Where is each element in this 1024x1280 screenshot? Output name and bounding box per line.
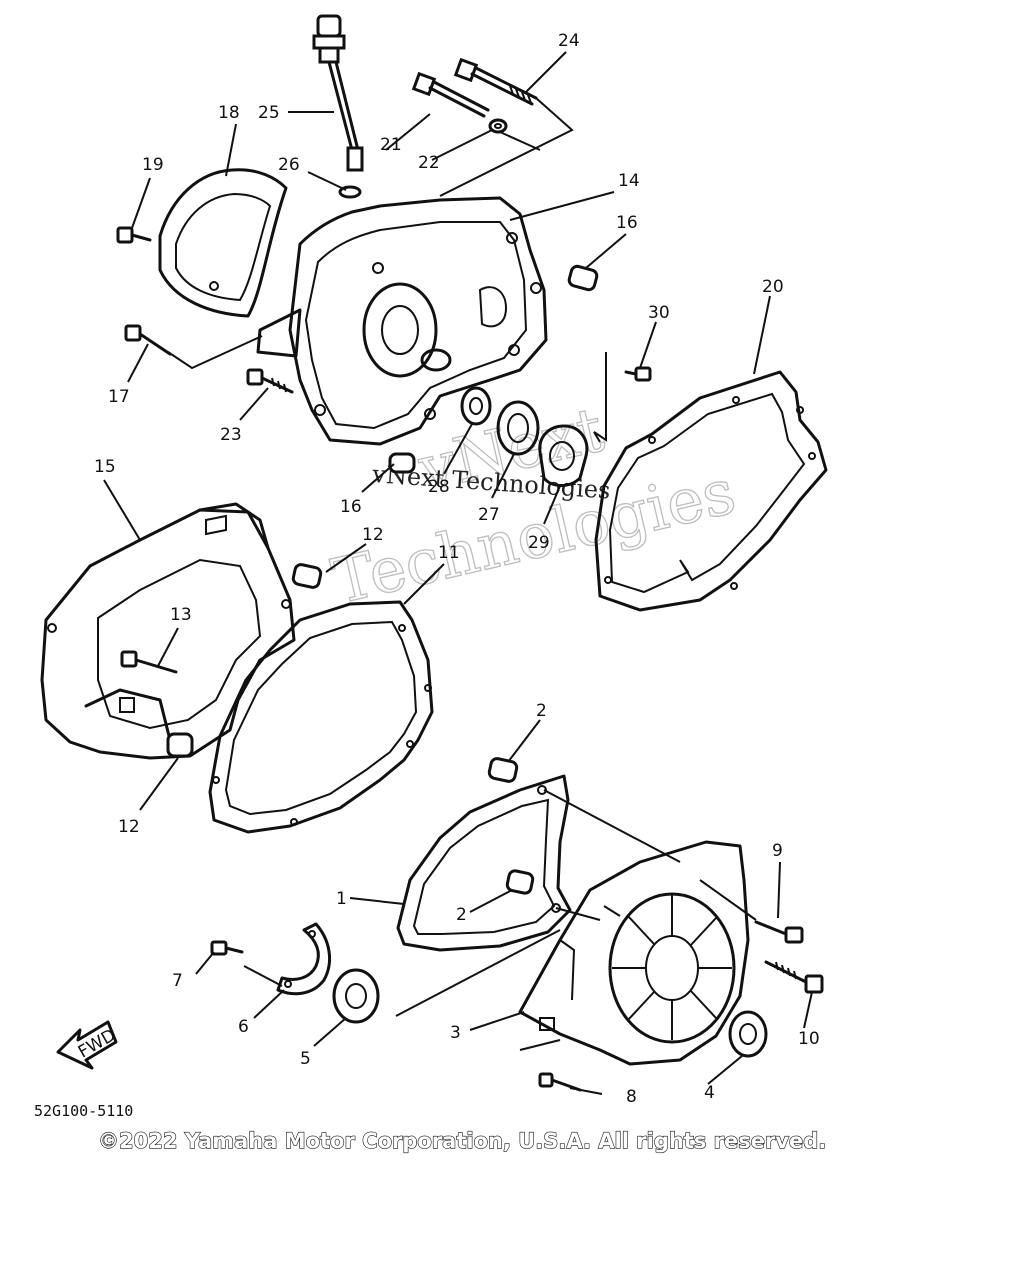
callout-16-upper: 16 — [616, 213, 638, 233]
part-20-gasket — [594, 370, 828, 612]
part-14-crankcase-cover — [256, 196, 548, 446]
part-19-screw — [116, 226, 152, 244]
part-1-gasket — [396, 774, 572, 952]
callout-29: 29 — [528, 533, 550, 553]
part-15-case — [40, 502, 296, 760]
callout-2-upper: 2 — [536, 701, 547, 721]
part-21-bolt — [411, 71, 490, 118]
callout-13: 13 — [170, 605, 192, 625]
part-28-oil-seal — [460, 386, 492, 426]
callout-8: 8 — [626, 1087, 637, 1107]
callout-30: 30 — [648, 303, 670, 323]
leader-1 — [395, 789, 681, 1017]
callout-12-upper: 12 — [362, 525, 384, 545]
callout-26: 26 — [278, 155, 300, 175]
part-23-bolt — [246, 368, 294, 394]
part-7-screw — [210, 940, 244, 956]
callout-18: 18 — [218, 103, 240, 123]
part-25-dipstick — [312, 14, 364, 172]
fwd-arrow-icon: FWD — [56, 1020, 119, 1070]
callout-20: 20 — [762, 277, 784, 297]
part-4-oil-seal — [728, 1010, 768, 1058]
part-9-bolt — [754, 920, 804, 944]
callout-25: 25 — [258, 103, 280, 123]
part-22-washer — [488, 118, 508, 134]
part-24-bolt — [453, 57, 538, 106]
callout-10: 10 — [798, 1029, 820, 1049]
copyright-notice: ©2022 Yamaha Motor Corporation, U.S.A. A… — [98, 1129, 826, 1153]
callout-14: 14 — [618, 171, 640, 191]
diagram-code: 52G100-5110 — [34, 1102, 133, 1120]
part-8-bolt — [538, 1072, 582, 1092]
part-12-dowel-lower — [166, 732, 194, 758]
leader-17 — [167, 335, 263, 370]
part-10-bolt — [764, 960, 824, 994]
callout-23: 23 — [220, 425, 242, 445]
callout-28: 28 — [428, 477, 450, 497]
part-2-dowel-upper — [487, 757, 519, 783]
part-26-o-ring — [338, 185, 362, 199]
leader-lines — [103, 51, 813, 1095]
callout-9: 9 — [772, 841, 783, 861]
leader-8 — [519, 1039, 561, 1051]
callout-15: 15 — [94, 457, 116, 477]
callout-27: 27 — [478, 505, 500, 525]
callout-12-lower: 12 — [118, 817, 140, 837]
part-3-cover — [518, 840, 750, 1066]
part-11-gasket — [208, 600, 434, 834]
part-12-dowel-upper — [291, 563, 323, 589]
callout-17: 17 — [108, 387, 130, 407]
part-16-dowel-lower — [388, 452, 416, 474]
callout-3: 3 — [450, 1023, 461, 1043]
callout-19: 19 — [142, 155, 164, 175]
callout-16-lower: 16 — [340, 497, 362, 517]
callout-22: 22 — [418, 153, 440, 173]
leader-30 — [593, 352, 607, 443]
part-2-dowel-lower — [505, 869, 535, 895]
callout-11: 11 — [438, 543, 460, 563]
callout-21: 21 — [380, 135, 402, 155]
leader-24-22 — [439, 97, 574, 197]
leader-9 — [699, 879, 757, 921]
callout-24: 24 — [558, 31, 580, 51]
callout-5: 5 — [300, 1049, 311, 1069]
callout-7: 7 — [172, 971, 183, 991]
part-16-dowel-upper — [567, 264, 599, 292]
callout-6: 6 — [238, 1017, 249, 1037]
part-13-bolt — [120, 650, 178, 674]
part-5-bearing — [332, 968, 380, 1024]
part-18-plate — [158, 168, 288, 318]
part-29-plate — [538, 424, 589, 487]
callout-1: 1 — [336, 889, 347, 909]
part-27-bearing — [496, 400, 540, 456]
part-17-bolt — [124, 324, 172, 356]
callout-2-lower: 2 — [456, 905, 467, 925]
part-6-plate — [276, 922, 331, 996]
part-30-screw — [624, 366, 652, 382]
callout-labels: 24 25 18 19 26 21 22 14 16 30 20 17 23 1… — [94, 31, 820, 1107]
callout-4: 4 — [704, 1083, 715, 1103]
